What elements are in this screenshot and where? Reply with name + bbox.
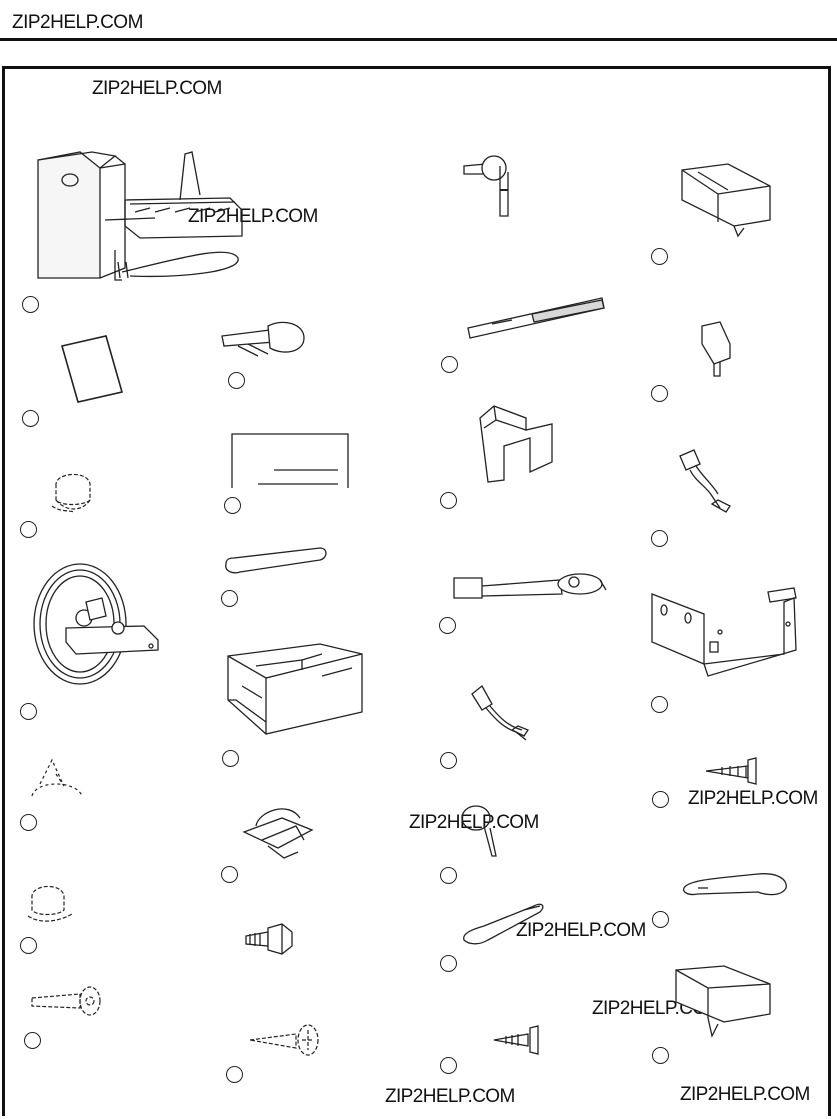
shutoff-tray-icon <box>681 163 771 238</box>
watermark: ZIP2HELP.COM <box>688 788 818 809</box>
screw-icon <box>221 321 305 357</box>
callout-circle <box>651 530 668 547</box>
water-valve-clamp-icon <box>51 473 91 513</box>
callout-circle <box>222 750 239 767</box>
short-screw-icon <box>493 1025 539 1055</box>
callout-circle <box>20 937 37 954</box>
callout-circle <box>22 410 39 427</box>
bin-support-icon <box>675 965 771 1038</box>
harness-lead-icon <box>679 449 731 513</box>
plastic-cap-icon <box>31 986 101 1016</box>
watermark: ZIP2HELP.COM <box>385 1086 515 1107</box>
icemaker-assembly-icon <box>37 151 243 281</box>
wire-tie-icon <box>461 805 497 857</box>
wire-connector-icon <box>471 685 529 741</box>
callout-circle <box>20 521 37 538</box>
fill-tube-support-icon <box>479 405 553 483</box>
watermark: ZIP2HELP.COM <box>409 812 539 833</box>
callout-circle <box>440 867 457 884</box>
site-header: ZIP2HELP.COM <box>12 12 143 33</box>
callout-circle <box>652 911 669 928</box>
callout-circle <box>439 617 456 634</box>
tube-nut-icon <box>463 903 544 945</box>
callout-circle <box>20 814 37 831</box>
tube-clamp-icon <box>31 758 83 797</box>
wire-harness-icon <box>453 573 607 599</box>
header-divider <box>0 38 837 41</box>
callout-circle <box>652 791 669 808</box>
callout-circle <box>440 752 457 769</box>
callout-circle <box>651 696 668 713</box>
mounting-bracket-icon <box>651 587 797 677</box>
callout-circle <box>20 703 37 720</box>
shield-bracket-icon <box>701 321 731 377</box>
hex-bolt-icon <box>245 923 293 955</box>
callout-circle <box>22 296 39 313</box>
self-tap-screw-icon <box>705 757 757 785</box>
callout-circle <box>440 955 457 972</box>
watermark: ZIP2HELP.COM <box>680 1084 810 1105</box>
watermark: ZIP2HELP.COM <box>92 78 222 99</box>
fill-cup-icon <box>231 433 349 488</box>
instruction-sheet-icon <box>60 335 124 403</box>
callout-circle <box>224 497 241 514</box>
water-valve-assembly-icon <box>33 563 159 685</box>
callout-circle <box>221 590 238 607</box>
callout-circle <box>652 1047 669 1064</box>
phillips-screw-icon <box>249 1024 319 1056</box>
callout-circle <box>226 1066 243 1083</box>
watermark: ZIP2HELP.COM <box>188 206 318 227</box>
spacer-icon <box>225 547 327 574</box>
callout-circle <box>440 1057 457 1074</box>
callout-circle <box>228 372 245 389</box>
wire-clip-icon <box>27 885 73 922</box>
callout-circle <box>440 492 457 509</box>
callout-circle <box>651 385 668 402</box>
watermark: ZIP2HELP.COM <box>516 920 646 941</box>
parts-diagram-frame <box>2 66 831 1116</box>
knob-icon <box>463 155 509 217</box>
callout-circle <box>651 248 668 265</box>
fill-tube-icon <box>467 297 605 339</box>
ice-bin-icon <box>227 643 363 735</box>
spring-clip-icon <box>242 808 314 859</box>
shutoff-arm-icon <box>682 873 787 896</box>
callout-circle <box>24 1032 41 1049</box>
callout-circle <box>441 356 458 373</box>
callout-circle <box>221 866 238 883</box>
